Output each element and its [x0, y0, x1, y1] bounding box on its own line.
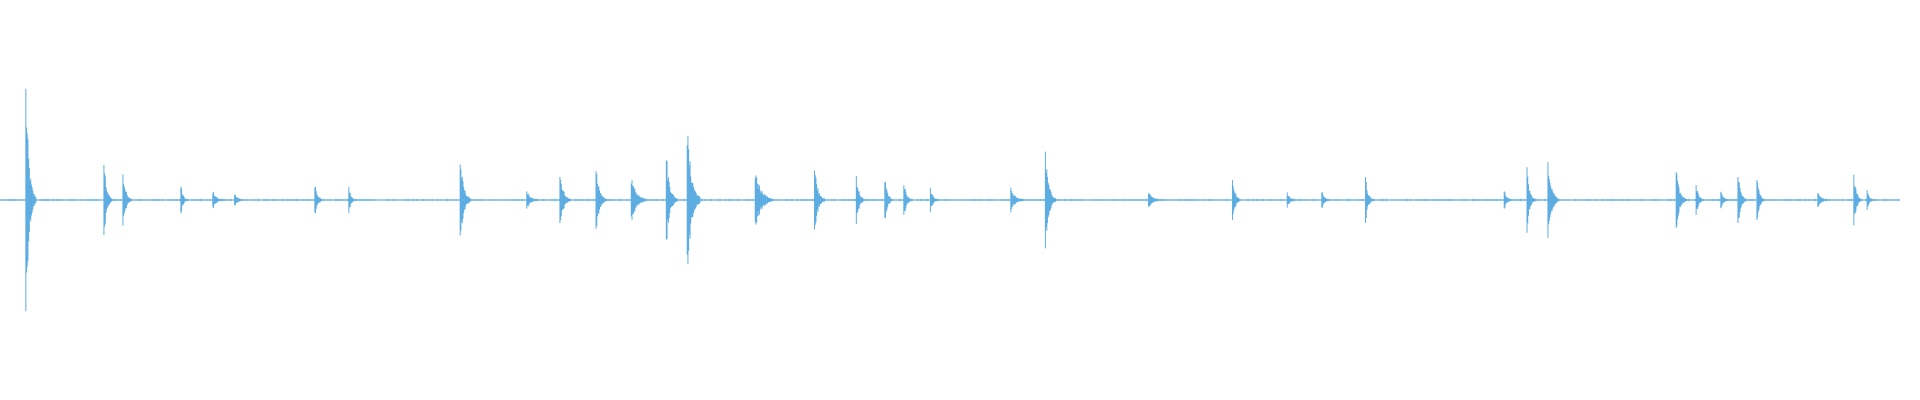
- waveform-trace: [0, 88, 1900, 312]
